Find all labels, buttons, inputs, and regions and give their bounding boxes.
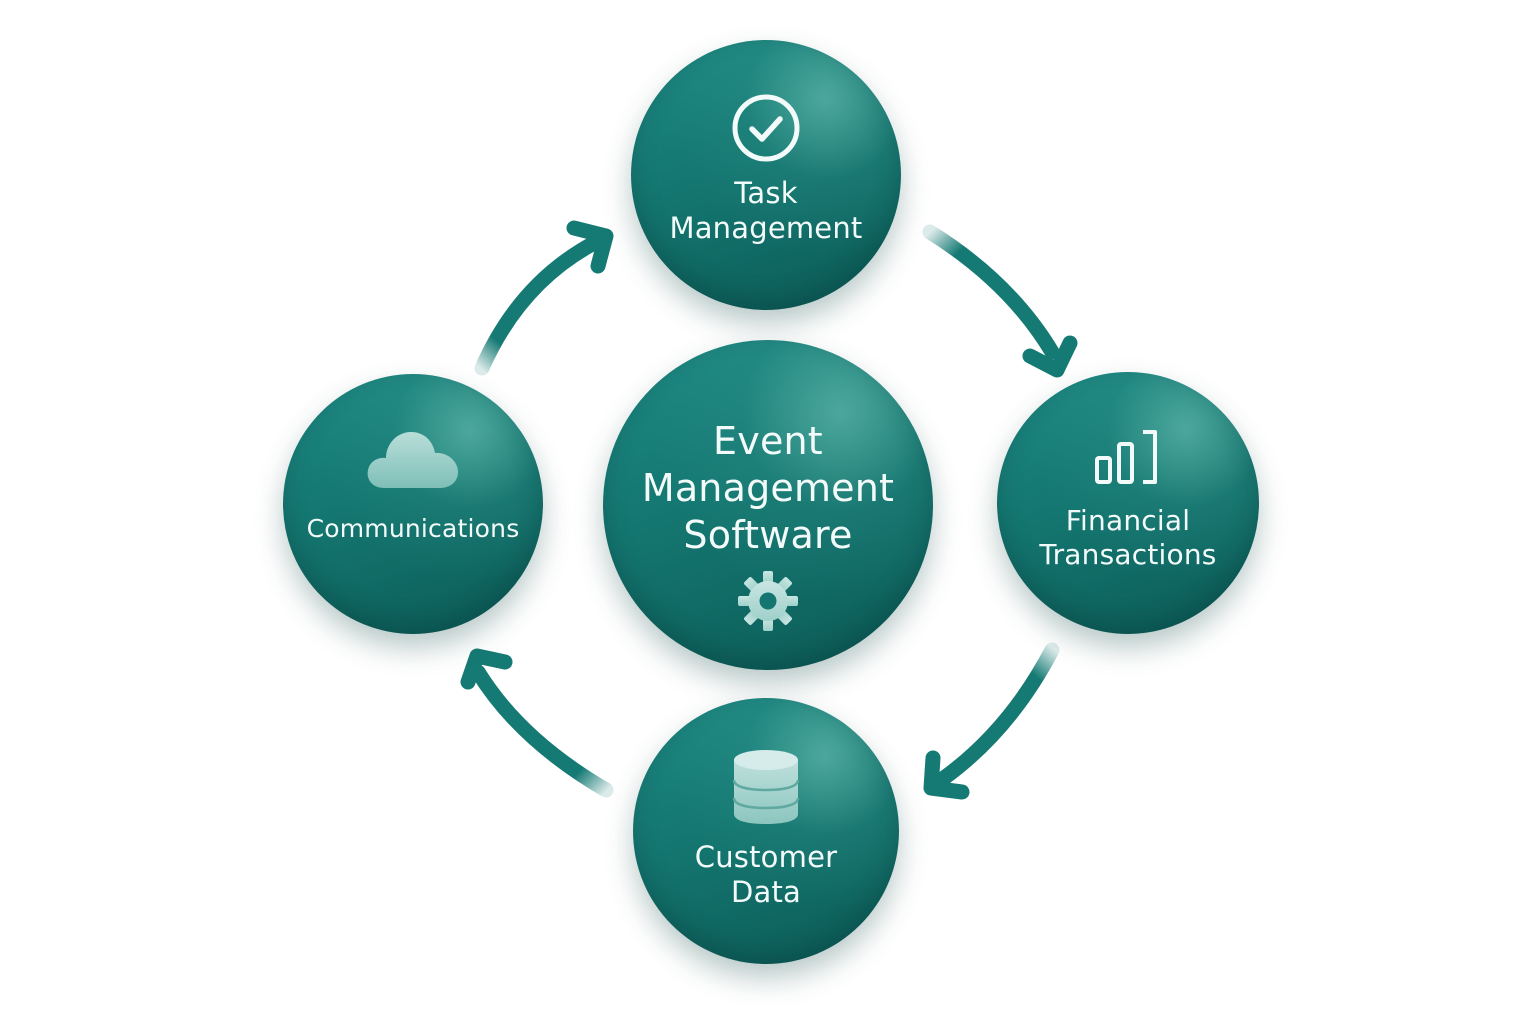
arrow-customer-to-communications xyxy=(460,648,614,798)
node-label-communications: Communications xyxy=(306,514,520,543)
node-label-financial-transactions: Financial Transactions xyxy=(1039,504,1217,572)
arrow-task-to-financial xyxy=(922,224,1078,378)
bar-chart-icon xyxy=(1093,426,1163,488)
node-task-management: Task Management xyxy=(631,40,901,310)
database-icon xyxy=(731,748,801,826)
node-label-customer-data: Customer Data xyxy=(694,840,838,910)
node-customer-data: Customer Data xyxy=(633,698,899,964)
node-communications: Communications xyxy=(283,374,543,634)
center-label: Event Management Software xyxy=(641,419,895,558)
arrow-financial-to-customer xyxy=(923,642,1060,800)
arrow-communications-to-task xyxy=(474,220,614,376)
check-circle-icon xyxy=(730,92,802,164)
cloud-icon xyxy=(366,426,460,492)
node-label-task-management: Task Management xyxy=(669,176,863,246)
gear-icon xyxy=(736,569,800,633)
node-center-event-management-software: Event Management Software xyxy=(603,340,933,670)
node-financial-transactions: Financial Transactions xyxy=(997,372,1259,634)
